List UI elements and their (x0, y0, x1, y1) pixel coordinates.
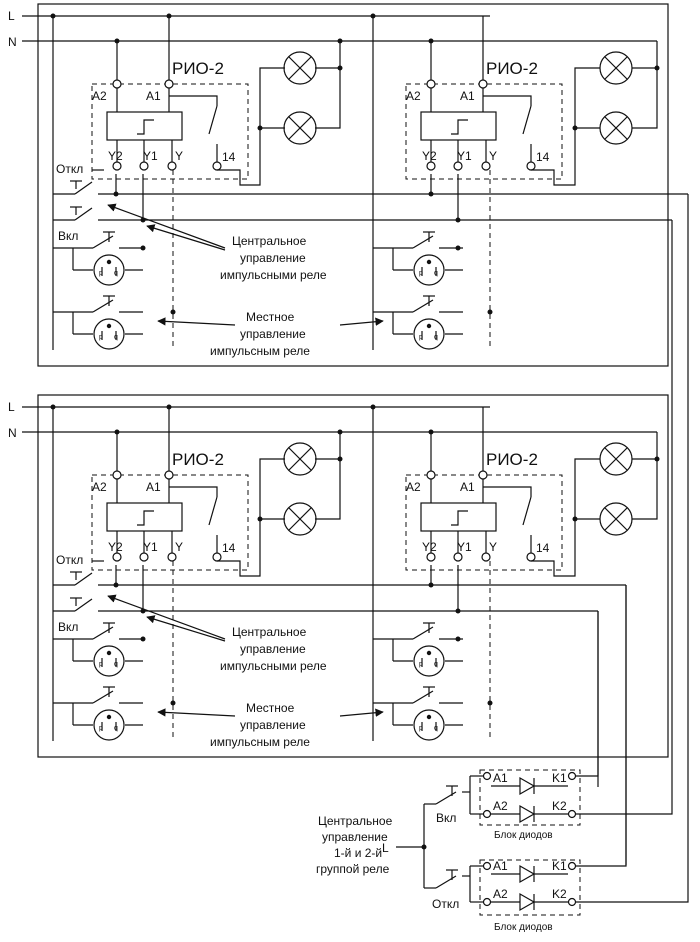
local-control-note: управление (240, 327, 306, 341)
local-control-note: импульсным реле (210, 344, 310, 358)
terminal-a2-label: A2 (406, 480, 421, 494)
group-2-frame (37, 394, 669, 758)
line-l-label: L (8, 9, 15, 23)
local-control-note: Местное (246, 310, 295, 324)
line-n-label: N (8, 35, 17, 49)
terminal-y2-label: Y2 (422, 149, 437, 163)
terminal-14-label: 14 (536, 150, 550, 164)
terminal-y1-label: Y1 (457, 149, 472, 163)
switch-on-label: Вкл (58, 620, 78, 634)
switch-off-label: Откл (56, 162, 83, 176)
diode-a2-label: A2 (493, 887, 508, 901)
diode-block-title: Блок диодов (494, 830, 553, 841)
terminal-y2-label: Y2 (108, 149, 123, 163)
relay-title: РИО-2 (486, 59, 538, 78)
relay-title: РИО-2 (486, 450, 538, 469)
diode-block-2 (479, 859, 581, 916)
group-control-note: группой реле (316, 862, 390, 876)
central-control-note: импульсными реле (220, 268, 327, 282)
switch-off-label: Откл (56, 553, 83, 567)
diode-block-1 (479, 769, 581, 826)
terminal-14-label: 14 (536, 541, 550, 555)
terminal-y2-label: Y2 (422, 540, 437, 554)
diode-a1-label: A1 (493, 859, 508, 873)
central-control-note: импульсными реле (220, 659, 327, 673)
diode-block-title: Блок диодов (494, 922, 553, 933)
switch-on-label: Вкл (58, 229, 78, 243)
relay-group-2: L N РИО-2 A2 A1 Y2 Y1 Y 14 РИО-2 A2 A1 Y… (8, 394, 669, 865)
terminal-y-label: Y (175, 540, 183, 554)
group-control-note: управление (322, 830, 388, 844)
diode-a1-label: A1 (493, 771, 508, 785)
central-control-note: управление (240, 251, 306, 265)
terminal-a1-label: A1 (460, 480, 475, 494)
group-control-note: Центральное (318, 814, 393, 828)
central-control-note: управление (240, 642, 306, 656)
terminal-y-label: Y (489, 540, 497, 554)
relay-title: РИО-2 (172, 59, 224, 78)
terminal-y1-label: Y1 (457, 540, 472, 554)
central-control-note: Центральное (232, 234, 307, 248)
local-control-note: импульсным реле (210, 735, 310, 749)
terminal-y1-label: Y1 (143, 540, 158, 554)
terminal-y2-label: Y2 (108, 540, 123, 554)
terminal-y1-label: Y1 (143, 149, 158, 163)
central-control-note: Центральное (232, 625, 307, 639)
terminal-a2-label: A2 (406, 89, 421, 103)
group-control-note: 1-й и 2-й (334, 846, 382, 860)
group-off-label: Откл (432, 897, 459, 911)
terminal-14-label: 14 (222, 541, 236, 555)
group-control-block: Центральное управление 1-й и 2-й группой… (316, 580, 689, 933)
terminal-a1-label: A1 (460, 89, 475, 103)
diode-k2-label: K2 (552, 799, 567, 813)
group-on-label: Вкл (436, 811, 456, 825)
local-control-note: Местное (246, 701, 295, 715)
terminal-a1-label: A1 (146, 480, 161, 494)
diode-k2-label: K2 (552, 887, 567, 901)
diode-k1-label: K1 (552, 771, 567, 785)
terminal-a1-label: A1 (146, 89, 161, 103)
diode-a2-label: A2 (493, 799, 508, 813)
group-1-frame (37, 3, 669, 367)
terminal-y-label: Y (175, 149, 183, 163)
terminal-y-label: Y (489, 149, 497, 163)
terminal-14-label: 14 (222, 150, 236, 164)
line-l-label: L (8, 400, 15, 414)
line-n-label: N (8, 426, 17, 440)
local-control-note: управление (240, 718, 306, 732)
diode-k1-label: K1 (552, 859, 567, 873)
terminal-a2-label: A2 (92, 480, 107, 494)
group-l-label: L (382, 841, 389, 855)
relay-group-1: L N РИО-2 A2 A1 Y2 Y1 Y 14 РИО-2 A2 A1 Y… (8, 3, 689, 620)
terminal-a2-label: A2 (92, 89, 107, 103)
relay-title: РИО-2 (172, 450, 224, 469)
